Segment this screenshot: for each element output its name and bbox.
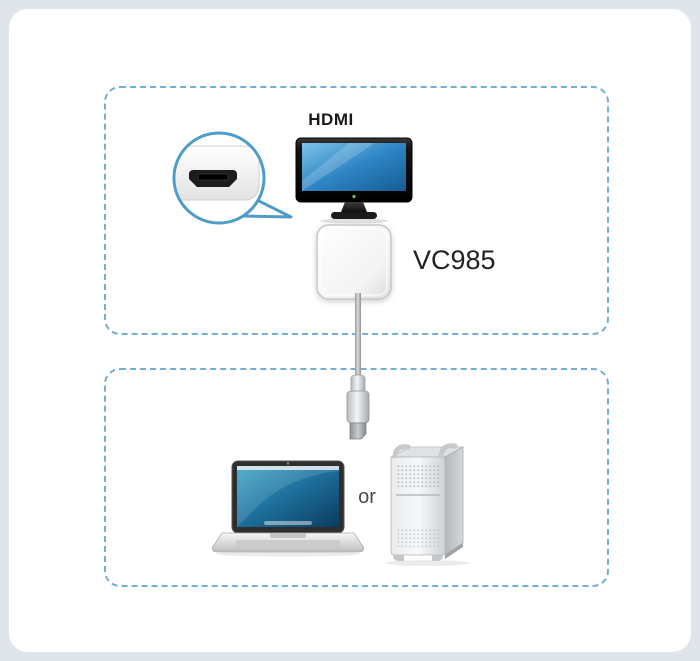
desktop-tower-icon [385, 443, 469, 566]
displayport-connector-icon [346, 390, 370, 424]
hdmi-display-icon [295, 137, 413, 224]
diagram-card: HDMI VC985 or [8, 8, 692, 653]
product-model-label: VC985 [413, 245, 496, 275]
laptop-icon [212, 460, 364, 557]
or-label: or [358, 486, 376, 508]
hdmi-port-callout-icon [172, 131, 293, 225]
vc985-adapter-icon [316, 224, 392, 300]
displayport-cable-icon [346, 293, 370, 440]
hdmi-label: HDMI [308, 110, 354, 129]
